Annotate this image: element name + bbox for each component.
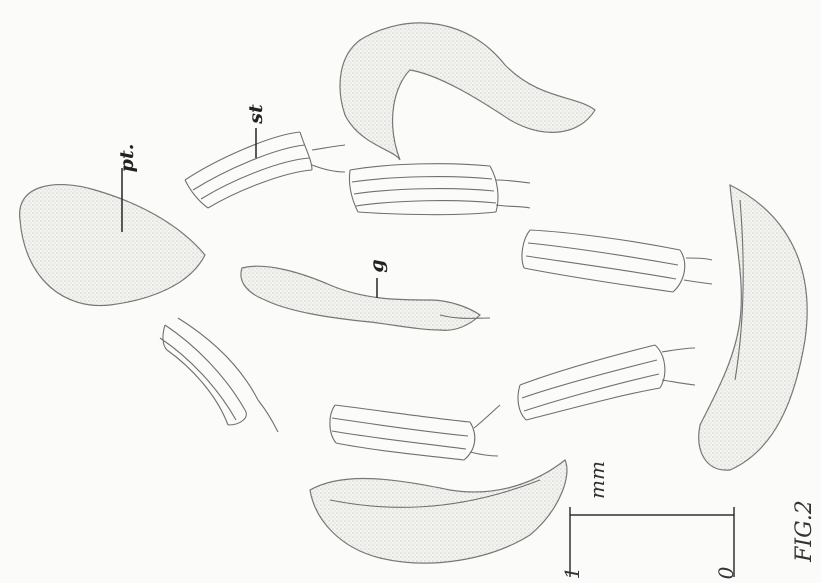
stamen-group-upper-left — [185, 132, 345, 208]
scale-start-label: 0 — [716, 565, 736, 581]
stamen-group-left-lower — [160, 318, 278, 432]
scale-bar — [570, 507, 734, 577]
sepal-top — [340, 23, 595, 160]
petal-label: pt. — [118, 140, 138, 176]
stamen-group-top-center — [349, 164, 530, 215]
stamen-group-right-lower — [518, 345, 695, 420]
sepal-right — [699, 185, 807, 470]
stamen-group-right-upper — [522, 230, 712, 292]
sepal-bottom — [310, 460, 567, 563]
figure-caption: FIG.2 — [794, 496, 816, 566]
petal — [20, 185, 205, 306]
gynoecium-label: g — [368, 257, 388, 275]
scale-end-label: 1 — [562, 565, 582, 581]
stamen-label: st — [247, 102, 267, 126]
gynoecium — [241, 266, 480, 330]
stamen-group-bottom-center — [330, 405, 500, 460]
scale-unit-label: mm — [587, 458, 607, 502]
